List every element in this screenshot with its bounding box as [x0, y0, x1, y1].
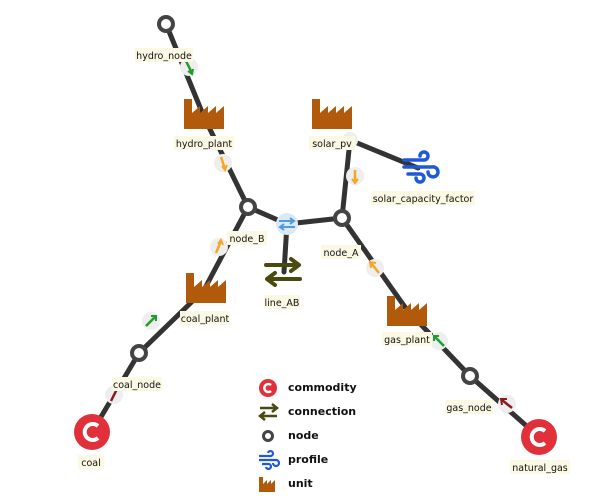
- label-line-AB: line_AB: [265, 298, 300, 309]
- legend-item-unit: unit: [258, 474, 398, 494]
- flow-arrows: [105, 58, 516, 413]
- edge-nodeA-solar: [339, 137, 353, 221]
- label-node-B: node_B: [230, 234, 265, 245]
- legend-label-connection: connection: [288, 405, 357, 418]
- label-coal-node: coal_node: [113, 380, 161, 391]
- arrow-coal-plant-to-nodeB: [210, 237, 228, 256]
- label-gas-plant: gas_plant: [384, 335, 430, 346]
- arrow-coal-node-to-plant: [142, 312, 160, 330]
- arrow-hydro-node-to-plant: [180, 58, 198, 76]
- legend-item-profile: profile: [258, 450, 398, 470]
- label-natural-gas: natural_gas: [512, 463, 568, 474]
- node-A-icon[interactable]: [333, 209, 351, 227]
- label-gas-node: gas_node: [446, 403, 491, 414]
- line-AB-connection-icon[interactable]: [264, 257, 302, 287]
- label-hydro-plant: hydro_plant: [176, 139, 232, 150]
- hydro-plant-unit-icon[interactable]: [184, 99, 224, 129]
- label-coal: coal: [81, 458, 101, 469]
- arrow-hydro-plant-to-nodeB: [214, 154, 232, 173]
- hydro-node-icon[interactable]: [157, 15, 175, 33]
- coal-node-icon[interactable]: [130, 344, 148, 362]
- coal-plant-unit-icon[interactable]: [186, 273, 226, 303]
- connection-icon: [258, 403, 280, 421]
- arrow-gas-node-to-plant: [430, 332, 448, 350]
- solar-pv-unit-icon[interactable]: [312, 99, 352, 129]
- label-solar-capacity-factor: solar_capacity_factor: [373, 194, 474, 205]
- unit-icon: [259, 477, 275, 492]
- label-solar-pv: solar_pv: [312, 139, 352, 150]
- legend-label-unit: unit: [288, 477, 313, 490]
- node-icon: [262, 430, 274, 442]
- gas-plant-unit-icon[interactable]: [387, 296, 427, 326]
- profile-icon: [259, 450, 281, 470]
- node-B-icon[interactable]: [239, 198, 257, 216]
- legend-item-commodity: commodity: [258, 378, 398, 398]
- network-nodes: [130, 15, 479, 385]
- edge-solar-profile: [347, 137, 421, 171]
- natural-gas-commodity-icon[interactable]: [521, 419, 557, 455]
- line-AB-bubble: [276, 213, 298, 235]
- gas-node-icon[interactable]: [461, 367, 479, 385]
- label-coal-plant: coal_plant: [181, 314, 230, 325]
- legend-item-node: node: [258, 426, 398, 446]
- coal-commodity-icon[interactable]: [74, 414, 110, 450]
- commodity-icon: [259, 379, 277, 397]
- solar-capacity-factor-profile-icon[interactable]: [402, 150, 440, 184]
- legend-label-profile: profile: [288, 453, 329, 466]
- legend-item-connection: connection: [258, 402, 398, 422]
- legend-label-commodity: commodity: [288, 381, 357, 394]
- arrow-solar-to-nodeA: [346, 167, 364, 185]
- label-hydro-node: hydro_node: [136, 51, 192, 62]
- arrow-gas-plant-to-nodeA: [366, 259, 384, 277]
- arrow-natural-gas-to-gas-node: [498, 395, 516, 413]
- node-labels: hydro_node hydro_plant solar_pv solar_ca…: [78, 48, 570, 474]
- label-node-A: node_A: [324, 248, 359, 259]
- legend-label-node: node: [288, 429, 319, 442]
